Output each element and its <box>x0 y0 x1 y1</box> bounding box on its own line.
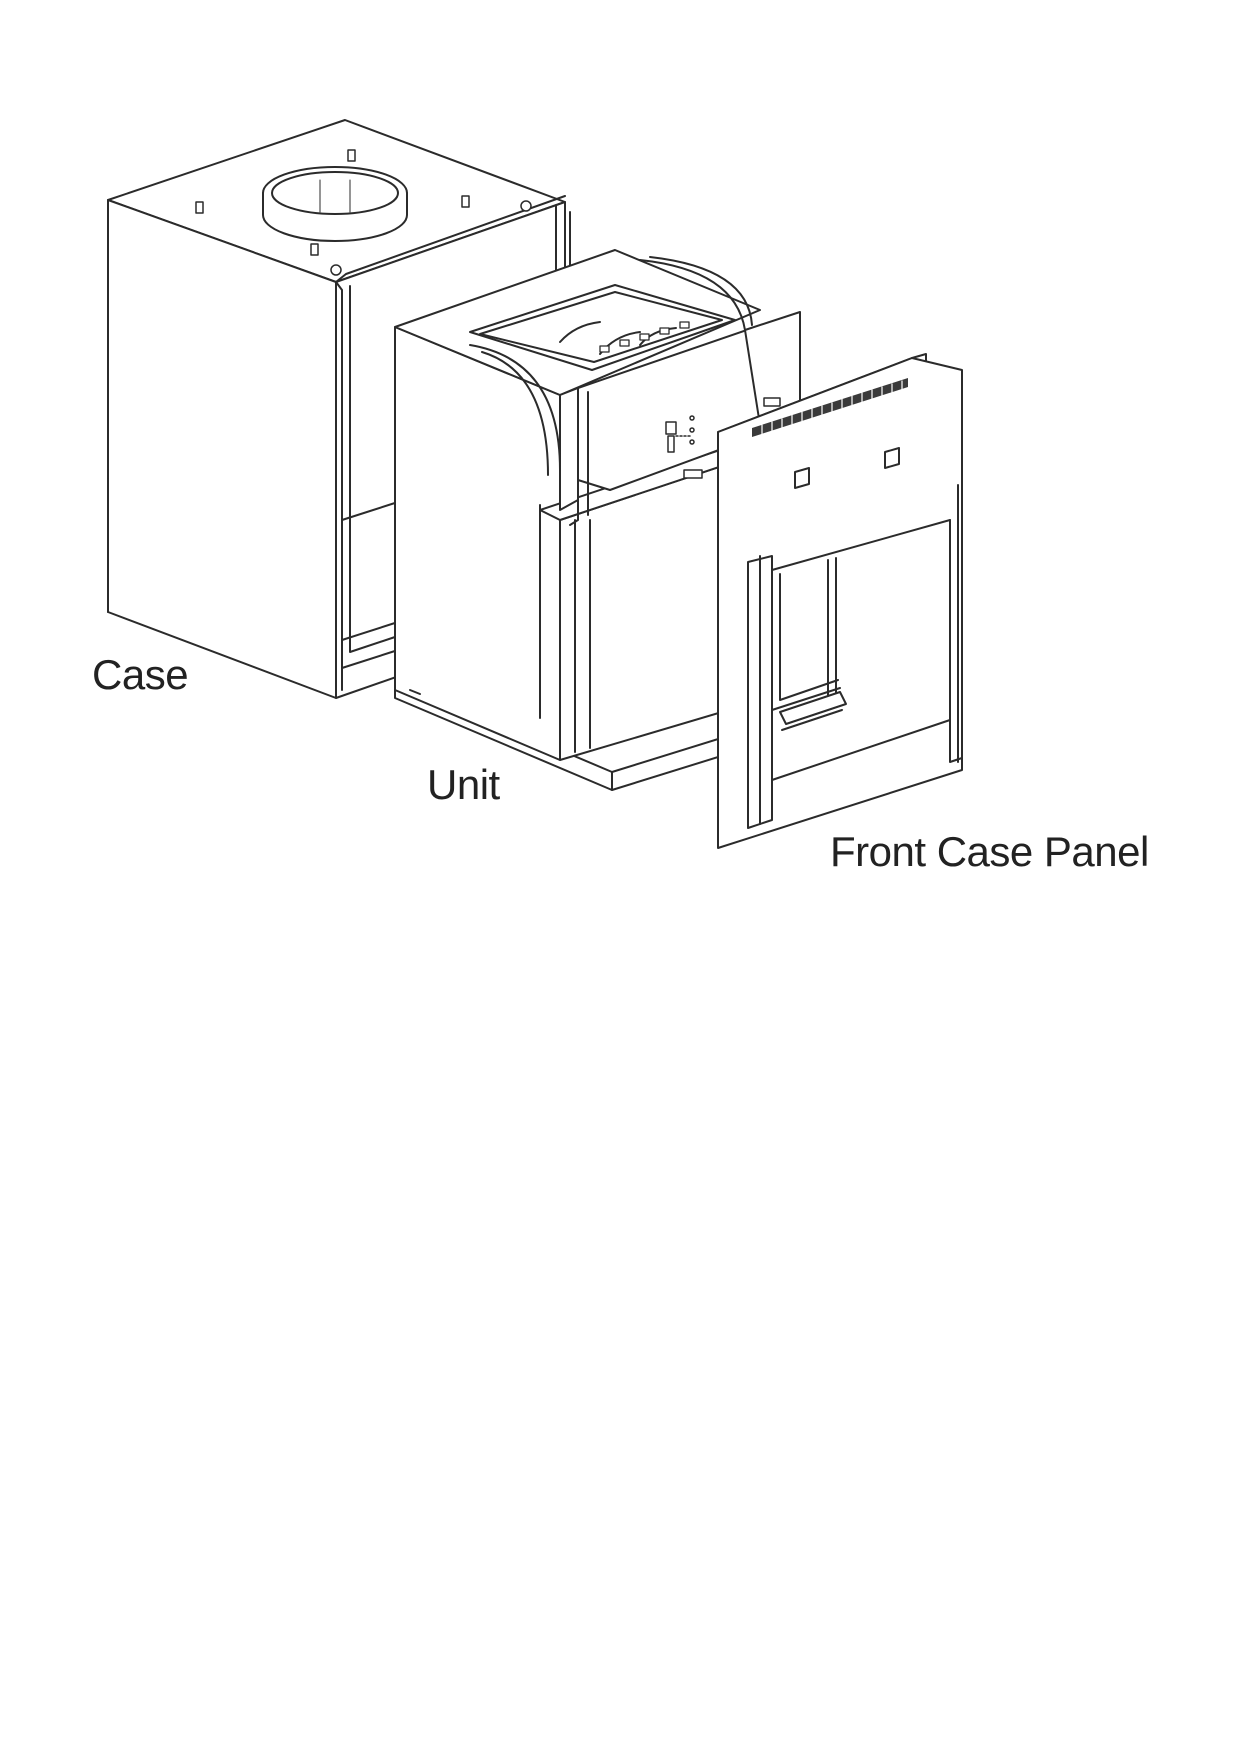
label-front-case-panel: Front Case Panel <box>830 828 1149 875</box>
front-case-panel <box>717 353 963 849</box>
unit-control-cluster <box>665 397 781 479</box>
label-unit: Unit <box>427 761 500 808</box>
front-panel-vent <box>752 378 908 437</box>
case-spigot-ring <box>262 166 408 242</box>
label-case: Case <box>92 651 189 698</box>
unit-head-side <box>559 387 579 511</box>
case-bolts <box>195 149 532 276</box>
unit-left-face <box>394 326 561 761</box>
front-panel-fixing-holes <box>794 447 900 489</box>
case-left-face <box>107 199 337 699</box>
